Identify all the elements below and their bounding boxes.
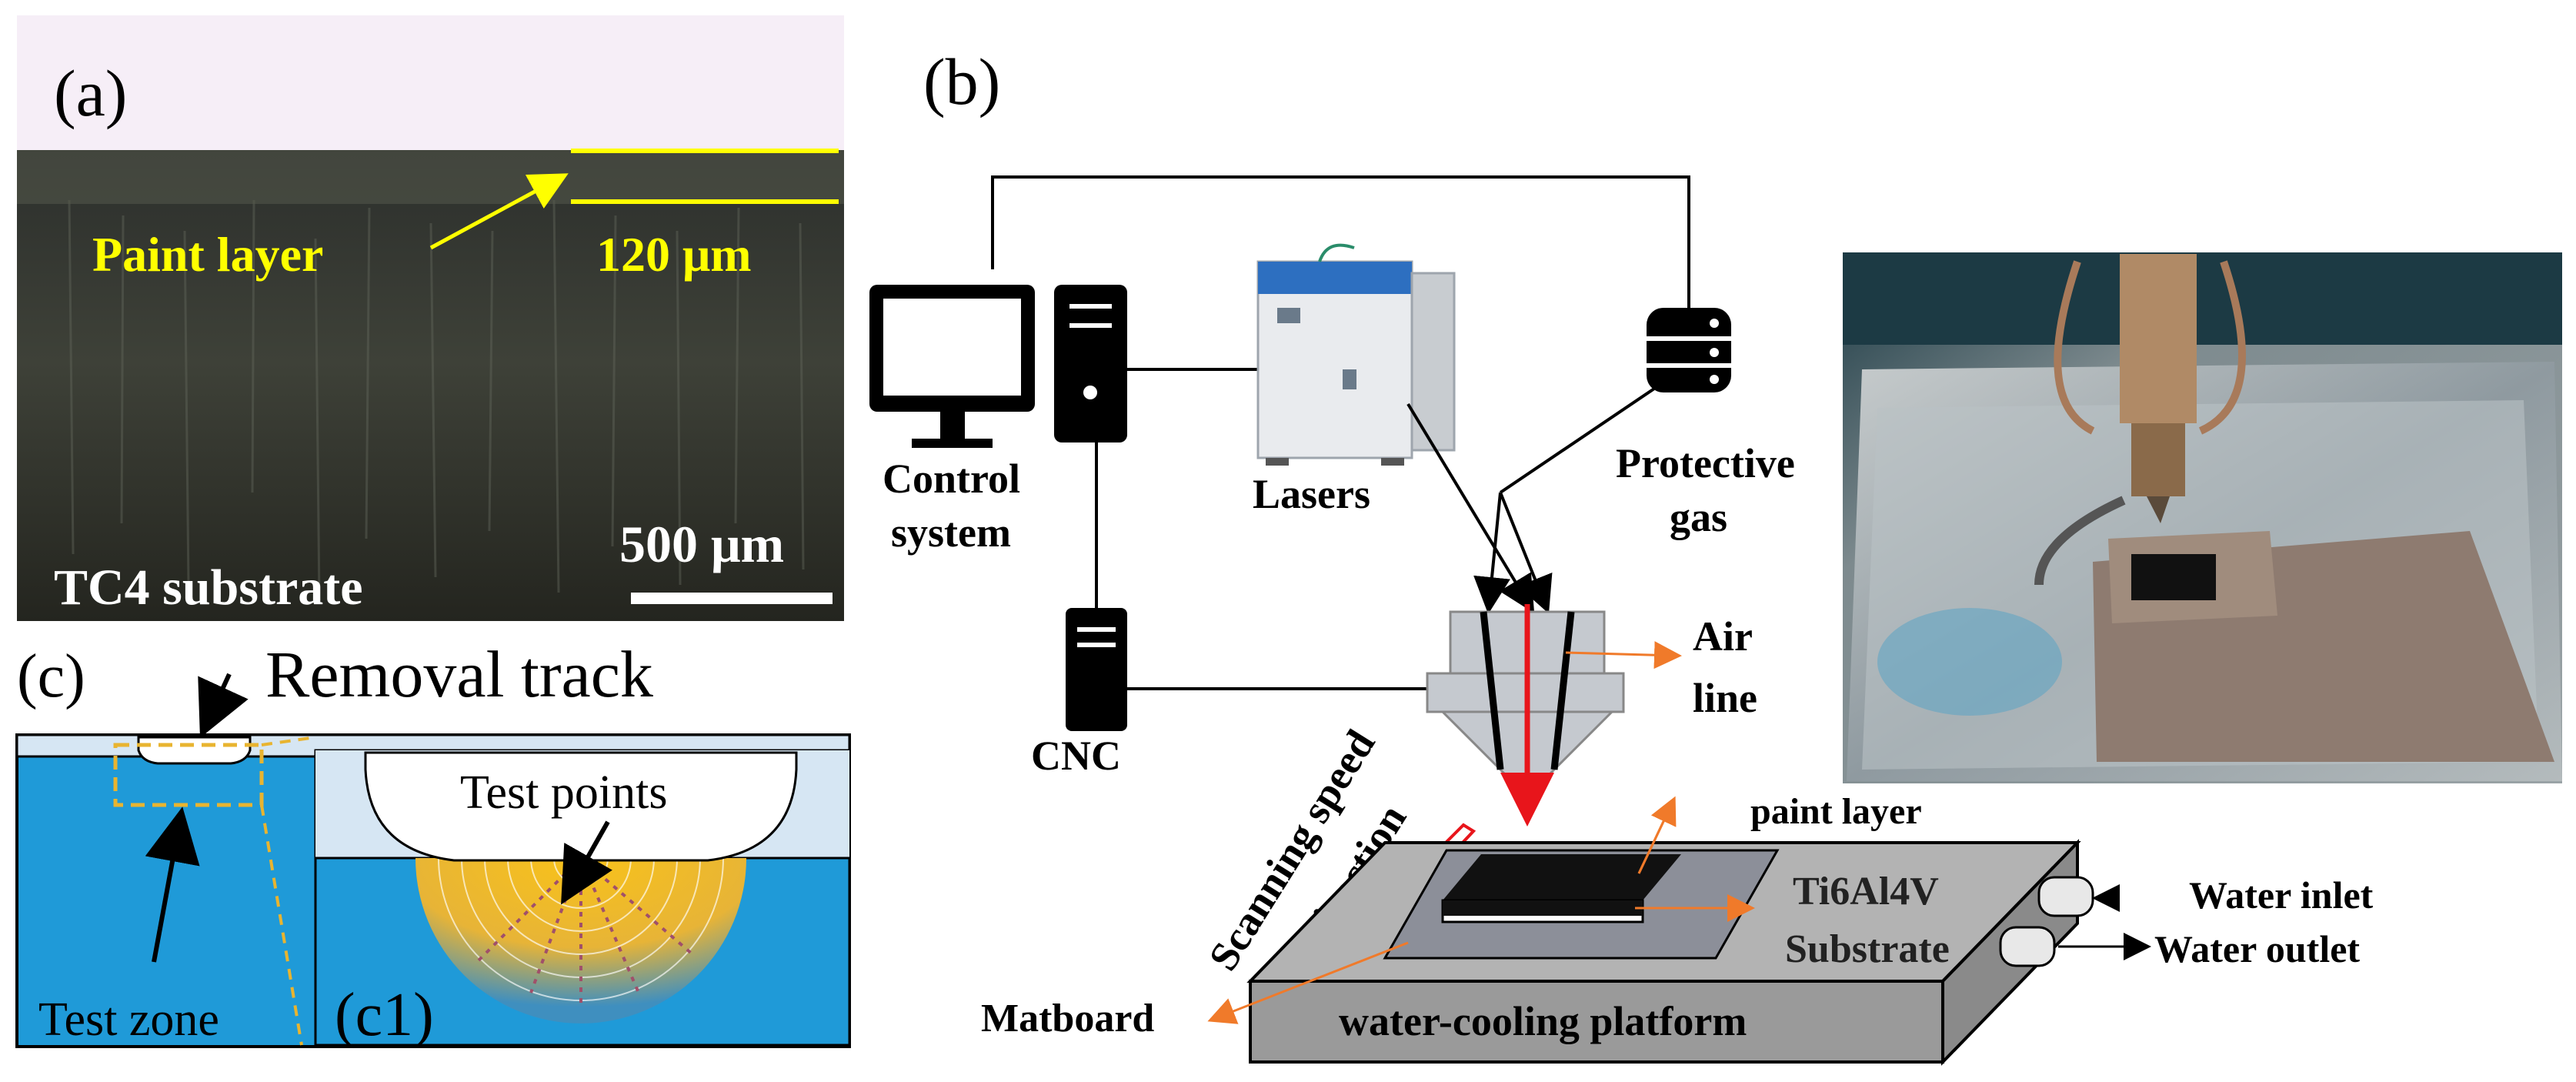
protective-gas-icon [1647,308,1731,392]
panel-a: (a) Paint layer 120 μm 500 μm TC4 substr… [17,15,844,621]
inset-c1-label: (c1) [335,981,434,1049]
platform-label: water-cooling platform [1339,998,1747,1044]
control-system-label-line1: Control [883,456,1020,502]
matboard-leader [1207,941,1409,1024]
test-points-arrow [561,820,612,905]
test-zone-arrow [145,806,200,963]
micrograph-image [17,150,844,621]
substrate-label-line1: Ti6Al4V [1793,870,1939,913]
water-inlet-label: Water inlet [2189,873,2374,917]
paint-layer-arrow [429,173,569,250]
zoom-line-top [261,736,316,746]
protective-gas-label-line1: Protective [1616,440,1795,486]
paint-layer-leader-head [1637,796,1677,874]
air-line-label-line2: line [1693,675,1757,721]
heat-affected-zone [415,858,746,1024]
matboard-label: Matboard [981,997,1154,1040]
cnc-label: CNC [1031,733,1121,779]
laser-device-icon [1256,243,1456,466]
test-zone-label: Test zone [38,994,219,1046]
zoom-line-bottom [260,804,303,1046]
water-outlet-label: Water outlet [2154,927,2360,970]
panel-b: (b) Control system [869,45,2562,1066]
setup-photograph [1843,252,2562,783]
panel-a-label: (a) [54,56,127,130]
paint-layer-sample [1441,854,1681,923]
inset-removal-groove [364,751,798,862]
protective-gas-label-line2: gas [1670,494,1727,540]
control-system-label-line2: system [891,509,1011,556]
thickness-label: 120 μm [596,227,752,282]
micrograph-texture [68,199,805,601]
panel-c: (c) Removal track Test zone [15,637,851,1049]
test-zone-box [113,743,264,807]
air-line-leader [1565,641,1682,670]
laser-nozzle [1426,610,1625,779]
micrograph-background [17,15,844,150]
substrate-label: TC4 substrate [54,559,363,616]
removal-track-title: Removal track [265,637,653,711]
scale-bar [631,593,833,604]
paint-layer-label: Paint layer [92,227,323,282]
panel-c-label: (c) [17,643,85,710]
control-system-icon [869,285,1127,448]
test-points-label: Test points [460,766,668,819]
removal-track-groove [137,736,252,765]
air-line-label-line1: Air [1693,613,1753,660]
paint-layer-label-b: paint layer [1750,791,1922,832]
feed-lines [1406,387,1656,614]
connection-lines [991,175,1690,690]
cnc-icon [1066,608,1127,731]
paint-layer-band [17,150,844,204]
panel-b-label: (b) [923,45,1000,119]
substrate-label-line2: Substrate [1785,927,1950,971]
scale-bar-label: 500 μm [619,515,784,573]
removal-track-arrow [198,673,249,738]
lasers-label: Lasers [1253,471,1370,517]
